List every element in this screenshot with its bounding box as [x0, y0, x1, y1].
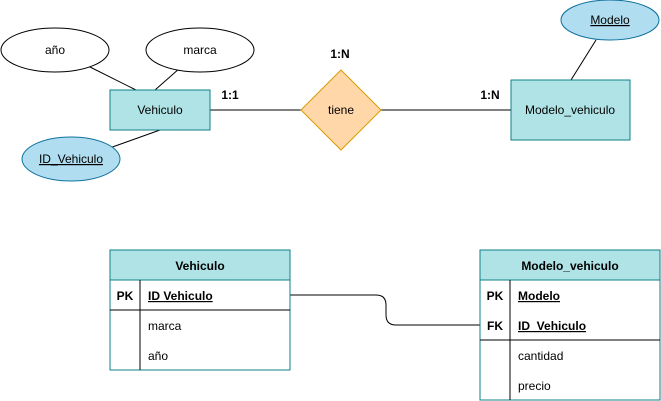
table-modelo-vehiculo[interactable]: Modelo_vehiculo PK Modelo FK ID_Vehiculo… [479, 249, 661, 401]
attribute-id-vehiculo-label: ID_Vehiculo [39, 152, 103, 166]
attribute-id-vehiculo[interactable]: ID_Vehiculo [21, 136, 121, 182]
table-vehiculo-row-name: ID Vehiculo [148, 289, 213, 303]
attribute-modelo-label: Modelo [590, 13, 630, 27]
table-modelo-vehiculo-row-key: FK [487, 319, 503, 333]
entity-modelo-vehiculo-label: Modelo_vehiculo [525, 103, 615, 117]
attribute-anio[interactable]: año [0, 27, 110, 73]
entity-vehiculo[interactable]: Vehiculo [109, 89, 211, 131]
entity-vehiculo-label: Vehiculo [137, 103, 183, 117]
edge-marca-vehiculo [154, 67, 181, 91]
table-vehiculo-row-name: año [148, 349, 168, 363]
edge-anio-vehiculo [87, 65, 137, 91]
edge-modelo-attr [570, 39, 597, 81]
cardinality-right: 1:N [480, 88, 499, 102]
cardinality-top: 1:N [330, 47, 349, 61]
attribute-marca-label: marca [183, 43, 217, 57]
attribute-marca[interactable]: marca [145, 27, 255, 73]
table-modelo-vehiculo-row-name: ID_Vehiculo [518, 319, 586, 333]
edge-id-vehiculo [103, 129, 161, 151]
table-modelo-vehiculo-row-key: PK [487, 289, 504, 303]
attribute-anio-label: año [45, 43, 65, 57]
entity-modelo-vehiculo[interactable]: Modelo_vehiculo [510, 79, 631, 141]
table-relation-connector [290, 294, 480, 326]
relationship-tiene[interactable]: tiene [300, 69, 382, 151]
cardinality-left: 1:1 [221, 88, 239, 102]
table-modelo-vehiculo-row-name: precio [518, 379, 551, 393]
relationship-tiene-label: tiene [328, 103, 354, 117]
table-vehiculo[interactable]: Vehiculo PK ID Vehiculo marca año [109, 249, 291, 371]
table-modelo-vehiculo-row-name: cantidad [518, 349, 563, 363]
table-vehiculo-row-name: marca [148, 319, 182, 333]
table-modelo-vehiculo-row-name: Modelo [518, 289, 560, 303]
attribute-modelo[interactable]: Modelo [560, 0, 660, 41]
table-vehiculo-title: Vehiculo [175, 259, 224, 273]
table-modelo-vehiculo-title: Modelo_vehiculo [521, 259, 618, 273]
table-vehiculo-row-key: PK [117, 289, 134, 303]
